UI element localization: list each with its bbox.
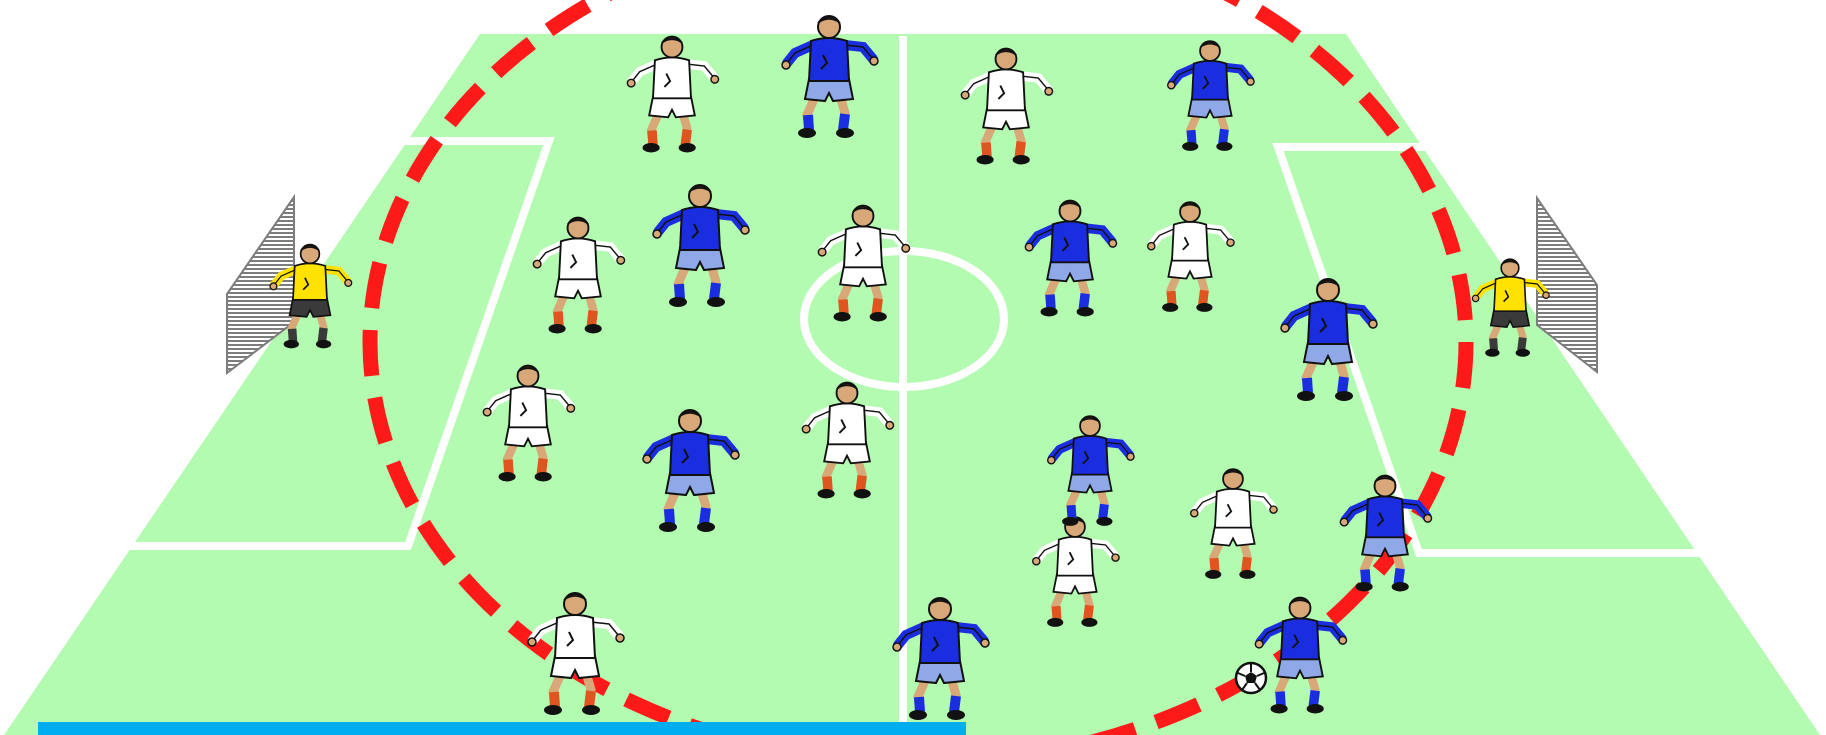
progress-bar xyxy=(38,722,966,735)
soccer-ball-icon xyxy=(1236,663,1266,693)
